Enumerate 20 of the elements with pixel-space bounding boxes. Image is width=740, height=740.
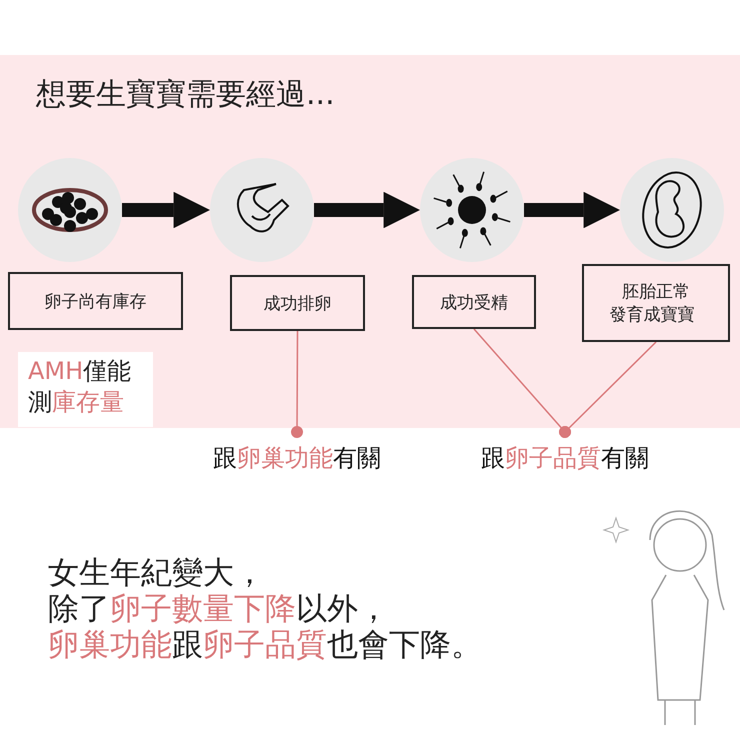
leader-line [291, 331, 303, 438]
block-arrow [314, 192, 420, 228]
step-box: 卵子尚有庫存 [8, 272, 183, 330]
sperm-and-egg-icon [420, 158, 524, 262]
step-box: 胚胎正常發育成寶寶 [582, 264, 730, 342]
egg-cluster-icon [18, 158, 122, 262]
step-box: 成功排卵 [230, 275, 365, 331]
relation-text: 跟卵巢功能有關 [182, 432, 412, 478]
block-arrow [122, 192, 210, 228]
relation-text: 跟卵子品質有關 [450, 432, 680, 478]
note-text: AMH僅能測庫存量 [18, 352, 153, 427]
fetus-icon [620, 158, 724, 262]
block-arrow [524, 192, 620, 228]
ovary-icon [210, 158, 314, 262]
summary-line: 女生年紀變大， [48, 554, 266, 593]
step-box: 成功受精 [412, 275, 536, 329]
summary-line: 卵巢功能跟卵子品質也會下降。 [48, 626, 483, 665]
summary-line: 除了卵子數量下降以外， [48, 590, 390, 629]
title: 想要生寶寶需要經過... [36, 76, 335, 114]
leader-line [559, 341, 657, 438]
